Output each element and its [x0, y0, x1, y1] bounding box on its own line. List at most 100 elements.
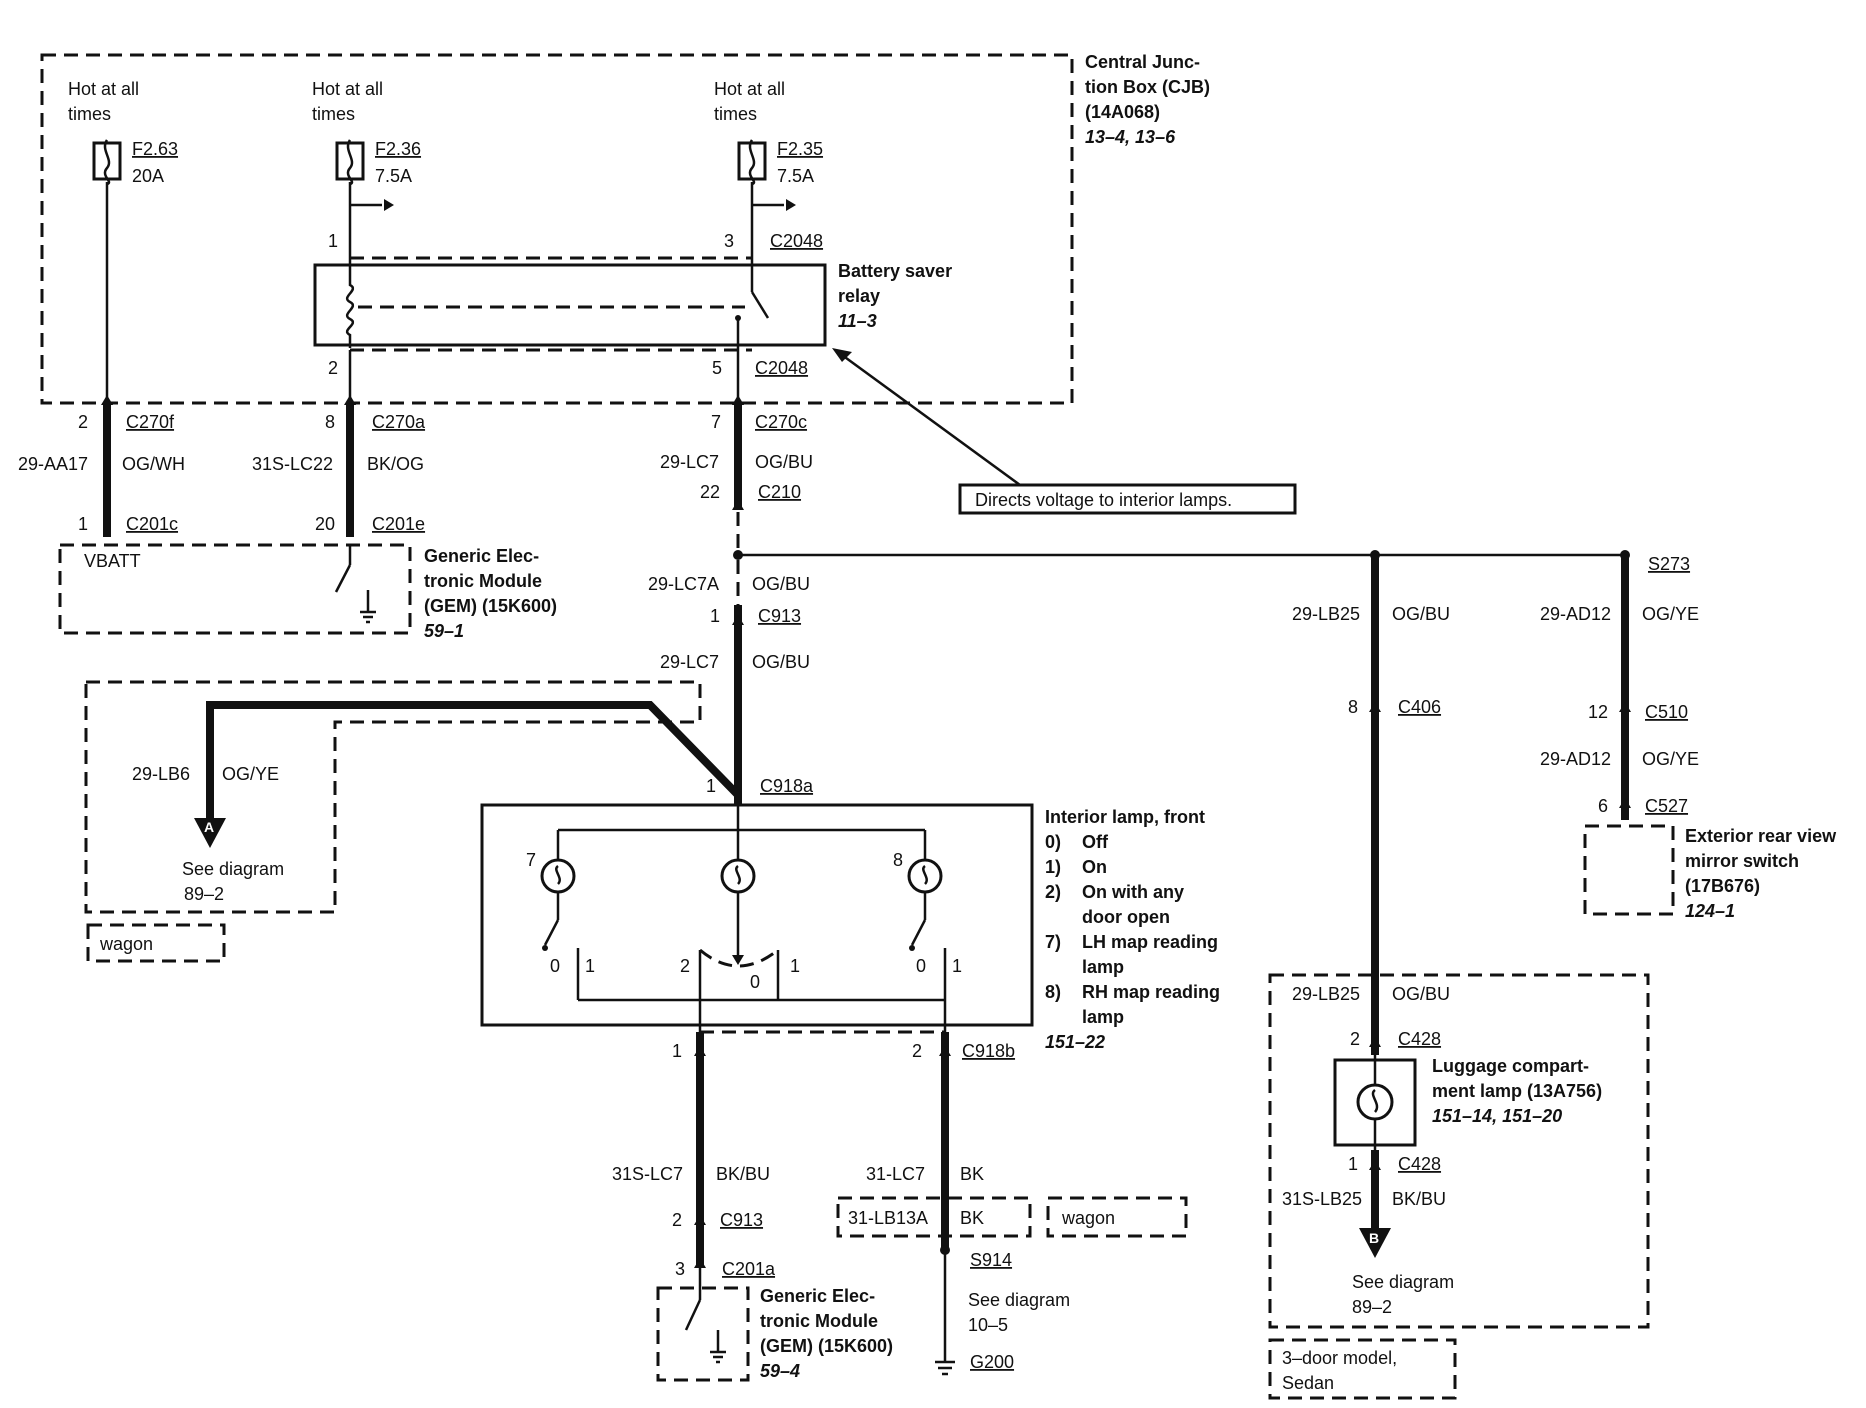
splice-dot-left: [733, 550, 743, 560]
lamp-center-sw-2: 2: [680, 956, 690, 976]
note-arrowhead: [832, 348, 852, 362]
wire1-color: OG/WH: [122, 454, 185, 474]
lamp-front-out-pin1: 1: [672, 1041, 682, 1061]
bm-see-2: 10–5: [968, 1315, 1008, 1335]
luggage-name-1: Luggage compart-: [1432, 1056, 1589, 1076]
luggage-circuit: 29-LB25: [1292, 984, 1360, 1004]
relay-pin5: 5: [712, 358, 722, 378]
lamp-center-sw-arrow: [732, 955, 744, 965]
lamp-front-out-conn: C918b: [962, 1041, 1015, 1061]
bl-gem-name-2: tronic Module: [760, 1311, 878, 1331]
bl-conn1: C913: [720, 1210, 763, 1230]
wire2-circuit: 31S-LC22: [252, 454, 333, 474]
rf-conn-2: C527: [1645, 796, 1688, 816]
fuse2-symbol: [335, 141, 365, 181]
bl-pin2: 3: [675, 1259, 685, 1279]
gem-top-name-1: Generic Elec-: [424, 546, 539, 566]
fuse3-symbol: [737, 141, 767, 181]
lamp-front-box: [480, 803, 1034, 1027]
fuse3-rating: 7.5A: [777, 166, 814, 186]
bm-circuit-wagon: 31-LB13A: [848, 1208, 928, 1228]
gem-top-switch-blade: [334, 564, 352, 593]
relay-name-2: relay: [838, 286, 880, 306]
lamp8-filament: [922, 864, 928, 885]
luggage-color: OG/BU: [1392, 984, 1450, 1004]
wire3-color: OG/BU: [755, 452, 813, 472]
fuse1-id: F2.63: [132, 139, 178, 159]
wire2-conn-bot: C201e: [372, 514, 425, 534]
wagon-a-arrow: [194, 818, 226, 848]
luggage-conn-in: C428: [1398, 1029, 1441, 1049]
wire3-conn-mid: C210: [758, 482, 801, 502]
luggage-dashed-box: [1268, 973, 1650, 1329]
bm-color: BK: [960, 1164, 984, 1184]
relay-box: [313, 263, 827, 347]
luggage-tag-box: [1268, 1338, 1457, 1400]
lamp7-sw-0: 0: [550, 956, 560, 976]
fuse3-id: F2.35: [777, 139, 823, 159]
note-text: Directs voltage to interior lamps.: [975, 490, 1232, 510]
lamp-front-ref: 151–22: [1045, 1032, 1105, 1052]
bm-ground: G200: [970, 1352, 1014, 1372]
relay-pin1: 1: [328, 231, 338, 251]
rm-conn: C406: [1398, 697, 1441, 717]
wire1-circuit: 29-AA17: [18, 454, 88, 474]
bm-circuit: 31-LC7: [866, 1164, 925, 1184]
bl-color: BK/BU: [716, 1164, 770, 1184]
bl-gem-box: [656, 1286, 750, 1382]
wire1-pin-top: 2: [78, 412, 88, 432]
luggage-lamp-filament: [1371, 1088, 1379, 1113]
lamp7-contact-0: [542, 945, 548, 951]
lamp-front-legend-v3: door open: [1082, 907, 1170, 927]
luggage-tag-2: Sedan: [1282, 1373, 1334, 1393]
relay-coil: [345, 262, 355, 348]
luggage-color-out: BK/BU: [1392, 1189, 1446, 1209]
wire4-circuit: 29-LC7A: [648, 574, 719, 594]
fuse2-rating: 7.5A: [375, 166, 412, 186]
lamp8-label: 8: [893, 850, 903, 870]
wire1-pin-bot: 1: [78, 514, 88, 534]
lamp-front-legend-v6: RH map reading: [1082, 982, 1220, 1002]
bm-splice: S914: [970, 1250, 1012, 1270]
luggage-arrow-b: [1359, 1228, 1391, 1258]
fuse2-hot-1: Hot at all: [312, 79, 383, 99]
relay-name-1: Battery saver: [838, 261, 952, 281]
cjb-title-1: Central Junc-: [1085, 52, 1200, 72]
fuse1-hot-2: times: [68, 104, 111, 124]
wire4-pin: 1: [710, 606, 720, 626]
fuse1-rating: 20A: [132, 166, 164, 186]
lamp-center-sw-1: 1: [790, 956, 800, 976]
fuse3-element: [748, 139, 756, 186]
luggage-see-2: 89–2: [1352, 1297, 1392, 1317]
wire3-pin-mid: 22: [700, 482, 720, 502]
lamp-front-out-pin2: 2: [912, 1041, 922, 1061]
cjb-title-2: tion Box (CJB): [1085, 77, 1210, 97]
lamp-front-pin: 1: [706, 776, 716, 796]
bl-gem-name-1: Generic Elec-: [760, 1286, 875, 1306]
bm-see-1: See diagram: [968, 1290, 1070, 1310]
fuse1-element: [103, 139, 111, 186]
lamp-center-arc: [699, 948, 779, 968]
rf-splice: S273: [1648, 554, 1690, 574]
wire4-color: OG/BU: [752, 574, 810, 594]
lamp-front-legend-k2: 2): [1045, 882, 1061, 902]
lamp-front-conn: C918a: [760, 776, 814, 796]
note-leader: [841, 353, 1021, 487]
wagon-a-tag-box: [86, 923, 226, 963]
fuse2-element: [346, 139, 354, 186]
relay-pin3: 3: [724, 231, 734, 251]
lamp7-sw-blade: [543, 919, 560, 946]
wagon-a-see-1: See diagram: [182, 859, 284, 879]
rf-pin: 12: [1588, 702, 1608, 722]
wire4-conn: C913: [758, 606, 801, 626]
relay-pin2: 2: [328, 358, 338, 378]
fuse1-hot-1: Hot at all: [68, 79, 139, 99]
cjb-title-3: (14A068): [1085, 102, 1160, 122]
wire2-conn-top: C270a: [372, 412, 426, 432]
wire3-circuit: 29-LC7: [660, 452, 719, 472]
wagon-a-arrow-label: A: [204, 819, 214, 835]
wire3-conn-top: C270c: [755, 412, 807, 432]
luggage-ref: 151–14, 151–20: [1432, 1106, 1562, 1126]
cjb-ref: 13–4, 13–6: [1085, 127, 1176, 147]
